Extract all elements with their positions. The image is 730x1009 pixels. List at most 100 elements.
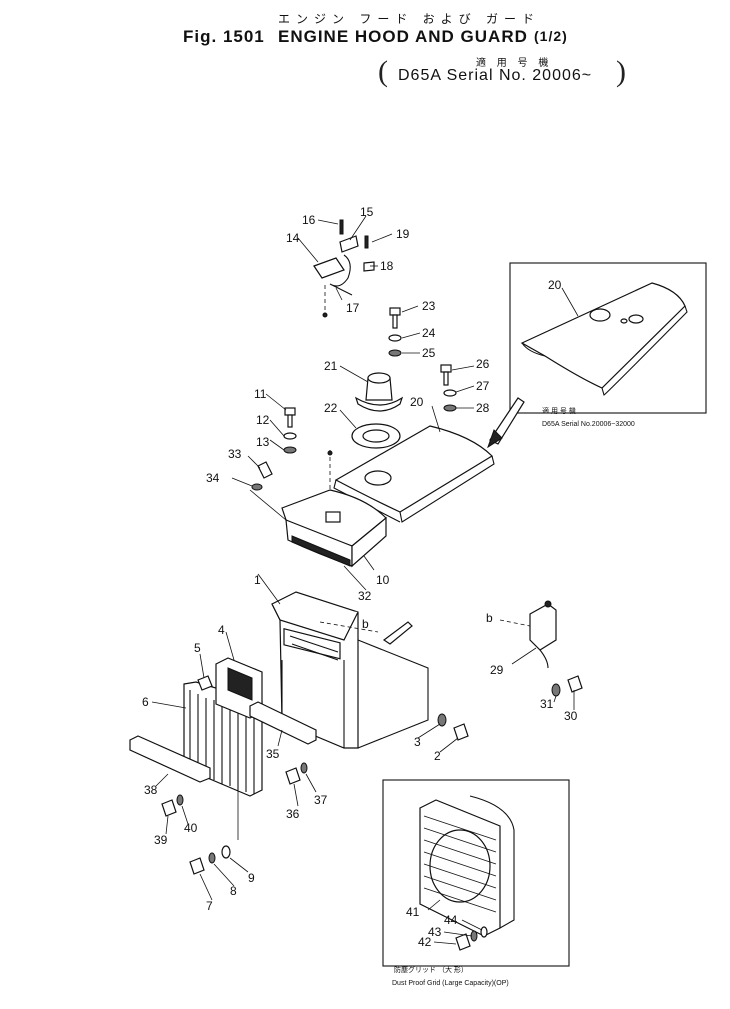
latch-nut <box>322 312 328 318</box>
part-label-18: 18 <box>380 259 394 273</box>
guard-bracket <box>382 621 413 645</box>
washer-24 <box>388 334 402 342</box>
leader-inset-20 <box>561 287 579 317</box>
bolt-5 <box>197 675 213 691</box>
dust-grid-fan-opening <box>429 829 491 903</box>
part-label-3: 3 <box>414 735 421 749</box>
hood-top-front-edge <box>399 455 495 523</box>
inset-hood-edge <box>521 305 688 396</box>
part-label-7: 7 <box>206 899 213 913</box>
bolt-39 <box>161 794 184 817</box>
part-label-31: 31 <box>540 697 554 711</box>
part-label-23: 23 <box>422 299 436 313</box>
part-label-2: 2 <box>434 749 441 763</box>
latch-assembly <box>313 219 375 318</box>
front-hood-slot <box>325 511 341 523</box>
bolt-head-33 <box>257 461 273 479</box>
bolt-shank-11 <box>287 414 293 428</box>
part-label-43: 43 <box>428 925 442 939</box>
part-label-11: 11 <box>254 387 267 401</box>
washer-40 <box>176 794 184 806</box>
latch-stud <box>364 235 369 249</box>
inset-hood-hole-large <box>589 308 611 322</box>
bolt-stack-23 <box>388 307 402 357</box>
side-bracket <box>499 600 583 697</box>
part-label-41: 41 <box>406 905 420 919</box>
guard-top-bar <box>271 603 359 641</box>
front-hood-end <box>351 516 387 568</box>
bolt-head-42 <box>455 933 471 951</box>
filler-neck-top <box>367 372 391 384</box>
part-label-44: 44 <box>444 913 458 927</box>
bracket-hook <box>539 649 549 669</box>
part-label-27: 27 <box>476 379 490 393</box>
inset-hood-frame <box>509 262 707 414</box>
inset-dust-caption-jp: 防塵グリッド （大 形） <box>394 965 468 974</box>
latch-clip <box>339 235 359 253</box>
part-fraction: (1/2) <box>534 28 568 44</box>
leader-lines <box>151 215 575 945</box>
hood-bolt-line <box>249 489 287 521</box>
hood-top-filler-hole <box>364 470 392 486</box>
bolt-shank-26 <box>443 371 449 386</box>
hood-stud-top <box>327 450 333 456</box>
bolt-33 <box>251 461 273 491</box>
washer-9 <box>221 845 231 859</box>
guard-side-posts <box>281 660 345 748</box>
part-label-39: 39 <box>154 833 168 847</box>
bolt-7 <box>189 845 231 875</box>
washer-3 <box>437 713 447 727</box>
filler-neck <box>351 372 404 449</box>
part-label-34: 34 <box>206 471 220 485</box>
part-label-42: 42 <box>418 935 432 949</box>
inset-hood-panel <box>520 282 686 389</box>
grille-bars <box>189 690 255 794</box>
part-label-14: 14 <box>286 231 300 245</box>
washer-31 <box>551 683 561 697</box>
washer-28 <box>443 404 457 412</box>
part-label-24: 24 <box>422 326 436 340</box>
part-label-33: 33 <box>228 447 242 461</box>
washer-34 <box>251 483 263 491</box>
bolt-shank-23 <box>392 314 398 329</box>
bolt-head-11 <box>284 407 296 416</box>
part-label-5: 5 <box>194 641 201 655</box>
japanese-title: エンジン フード および ガード <box>278 12 541 26</box>
bolt-head-2 <box>453 723 469 741</box>
bolt-line-b <box>319 621 379 633</box>
radiator-guard <box>271 591 429 749</box>
washer-12 <box>283 432 297 440</box>
part-label-9: 9 <box>248 871 255 885</box>
inset-dust-frame <box>382 779 570 967</box>
latch-knob <box>363 261 375 272</box>
bolt-2 <box>437 713 469 741</box>
guard-side-plate <box>357 639 429 749</box>
washer-25 <box>388 349 402 357</box>
inset-hood-hole-small <box>628 314 644 324</box>
part-label-40: 40 <box>184 821 198 835</box>
inset-hood-caption: D65A Serial No.20006~32000 <box>542 421 635 428</box>
inset-part-20: 20 <box>548 278 562 292</box>
connector-label-b-bracket: b <box>486 611 493 625</box>
figure-label: Fig. 1501 <box>183 27 265 46</box>
part-label-10: 10 <box>376 573 390 587</box>
latch-plate <box>313 257 345 279</box>
part-label-37: 37 <box>314 793 328 807</box>
washer-37 <box>300 762 308 774</box>
dust-grid-guard <box>469 795 515 929</box>
part-label-17: 17 <box>346 301 360 315</box>
guard-slots <box>289 635 339 661</box>
inset-hood-caption-jp: 適 用 号 機 <box>542 406 576 415</box>
part-label-30: 30 <box>564 709 578 723</box>
part-label-21: 21 <box>324 359 338 373</box>
part-label-28: 28 <box>476 401 490 415</box>
part-label-32: 32 <box>358 589 372 603</box>
latch-pin <box>339 219 344 235</box>
bolt-head-23 <box>389 307 401 316</box>
bracket-plate <box>529 603 557 651</box>
washer-13 <box>283 446 297 454</box>
part-label-25: 25 <box>422 346 436 360</box>
latch-rod <box>329 254 353 296</box>
part-label-16: 16 <box>302 213 316 227</box>
